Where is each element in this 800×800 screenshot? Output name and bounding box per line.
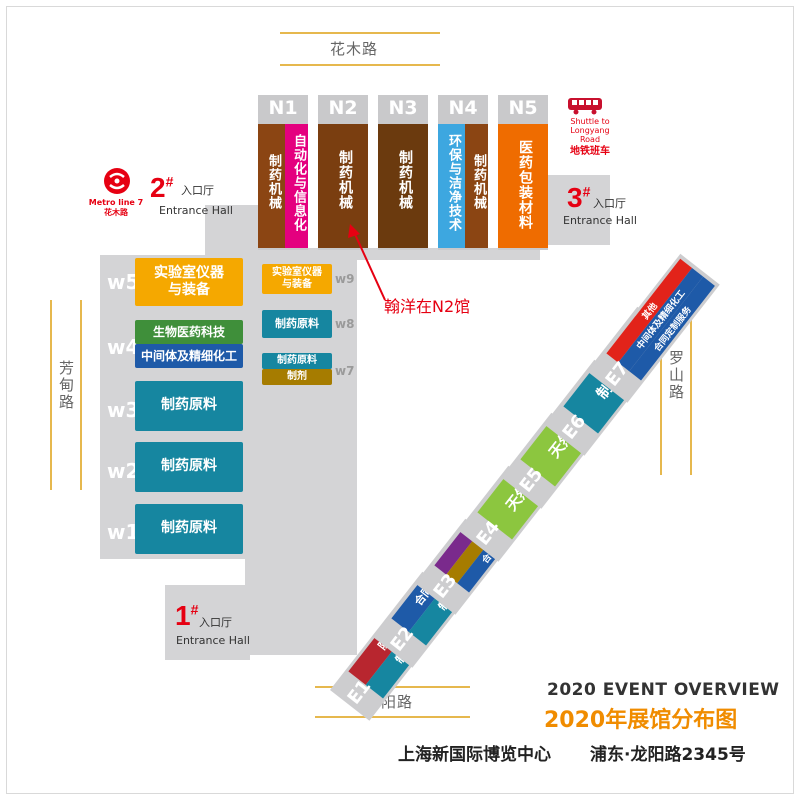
hall-e3[interactable]: 辅料制剂合同定制服务E3 [416, 465, 548, 615]
metro-icon [104, 168, 130, 194]
entrance-1-number: 1# [175, 600, 199, 631]
road-line-west-right [80, 300, 82, 490]
hall-w4-bottom[interactable]: 中间体及精细化工 [135, 344, 243, 368]
hall-e4[interactable]: 天然提取物E4 [459, 412, 591, 562]
hall-w3[interactable]: 制药原料 [135, 381, 243, 431]
hall-n3-area: 制药机械 [378, 124, 428, 248]
hall-w2-label: w2 [107, 459, 140, 483]
shuttle-cn: 地铁班车 [570, 146, 610, 158]
overview-en: 2020 EVENT OVERVIEW [547, 680, 780, 700]
hall-w8[interactable]: 制药原料 [262, 310, 332, 338]
shuttle-label: Shuttle to Longyang Road 地铁班车 [560, 117, 620, 158]
hall-w3-label: w3 [107, 398, 140, 422]
road-line-south-bottom [315, 716, 470, 718]
overview-cn: 2020年展馆分布图 [544, 708, 738, 733]
hall-w7-bottom[interactable]: 制剂 [262, 369, 332, 385]
hall-e5[interactable]: 天然提取物E5 [502, 359, 634, 509]
hall-n4-text-a: 环保与洁净技术 [446, 134, 461, 232]
metro-label: Metro line 7 花木路 [86, 198, 146, 217]
hall-w4-top[interactable]: 生物医药科技 [135, 320, 243, 344]
shuttle-line2: Longyang Road [570, 125, 610, 144]
road-line-west-left [50, 300, 52, 490]
shuttle-line1: Shuttle to [570, 117, 610, 126]
hall-w8-label: w8 [335, 317, 355, 331]
hall-n2-text: 制药机械 [337, 150, 353, 210]
hall-n5-area: 医药包装材料 [498, 124, 548, 248]
hall-e2[interactable]: 合同定制服务制药原料E2 [373, 518, 505, 668]
map-frame [6, 6, 794, 794]
hall-w7-text1: 制药原料 [277, 354, 317, 366]
overview-address: 浦东·龙阳路2345号 [590, 745, 746, 765]
hall-w2-text: 制药原料 [161, 458, 217, 475]
hall-w7-top[interactable]: 制药原料 [262, 353, 332, 369]
road-line-north-top [280, 32, 440, 34]
hall-n1-area-a: 制药机械 [258, 124, 285, 248]
hall-w4-text2: 中间体及精细化工 [140, 348, 237, 363]
road-line-north-bottom [280, 64, 440, 66]
entrance-2-number: 2# [150, 172, 174, 203]
entrance-3-cn: 入口厅 [593, 197, 626, 210]
hall-w1[interactable]: 制药原料 [135, 504, 243, 554]
hall-w2[interactable]: 制药原料 [135, 442, 243, 492]
hall-e1[interactable]: 防疫物资制药原料E1 [330, 571, 462, 721]
hall-w3-text: 制药原料 [161, 397, 217, 414]
entrance-2-connector [205, 205, 265, 260]
hall-n5-text: 医药包装材料 [517, 140, 533, 230]
hall-w8-text: 制药原料 [275, 317, 319, 331]
hall-n4-area-a: 环保与洁净技术 [438, 124, 465, 248]
hall-n1-area-b: 自动化与信息化 [285, 124, 308, 248]
hall-w5-text1: 实验室仪器 [154, 264, 224, 281]
hall-w4-label: w4 [107, 335, 140, 359]
hall-n3-text: 制药机械 [397, 150, 413, 210]
hall-w7-text2: 制剂 [287, 370, 307, 382]
metro-station: 花木路 [104, 207, 128, 217]
road-line-east-left [660, 300, 662, 475]
hall-n4-area-b: 制药机械 [465, 124, 488, 248]
metro-line: Metro line 7 [88, 198, 144, 207]
hall-n4-text-b: 制药机械 [471, 154, 486, 210]
hall-w5-label: w5 [107, 270, 140, 294]
hall-w5[interactable]: 实验室仪器 与装备 [135, 258, 243, 306]
hall-w7-label: w7 [335, 364, 355, 378]
hall-n1-text-a: 制药机械 [266, 154, 281, 210]
hall-n1-text-b: 自动化与信息化 [291, 134, 306, 232]
entrance-2-cn: 入口厅 [181, 184, 214, 197]
entrance-1-connector [165, 585, 250, 660]
road-west-label: 芳甸路 [57, 360, 75, 411]
entrance-1-en: Entrance Hall [176, 634, 250, 647]
entrance-3-en: Entrance Hall [563, 214, 637, 227]
hall-w5-text2: 与装备 [168, 282, 210, 298]
road-east-label: 罗山路 [667, 350, 685, 401]
hall-w9[interactable]: 实验室仪器 与装备 [262, 264, 332, 294]
hall-w4-text1: 生物医药科技 [152, 324, 225, 339]
entrance-3-number: 3# [567, 182, 591, 213]
hall-w9-label: w9 [335, 272, 355, 286]
hall-e6[interactable]: 制药原料E6 [545, 306, 677, 456]
shuttle-bus-icon [567, 97, 603, 115]
entrance-1-cn: 入口厅 [199, 616, 232, 629]
hall-w1-label: w1 [107, 520, 140, 544]
hall-n2-area: 制药机械 [318, 124, 368, 248]
annotation-arrow [348, 224, 386, 301]
road-north-label: 花木路 [330, 40, 379, 58]
annotation-text: 翰洋在N2馆 [384, 297, 471, 316]
hall-w1-text: 制药原料 [161, 520, 217, 537]
road-line-east-right [690, 300, 692, 475]
hall-w9-text2: 与装备 [282, 279, 312, 290]
entrance-2-en: Entrance Hall [159, 204, 233, 217]
overview-venue: 上海新国际博览中心 [398, 745, 551, 765]
hall-w9-text1: 实验室仪器 [272, 266, 322, 278]
